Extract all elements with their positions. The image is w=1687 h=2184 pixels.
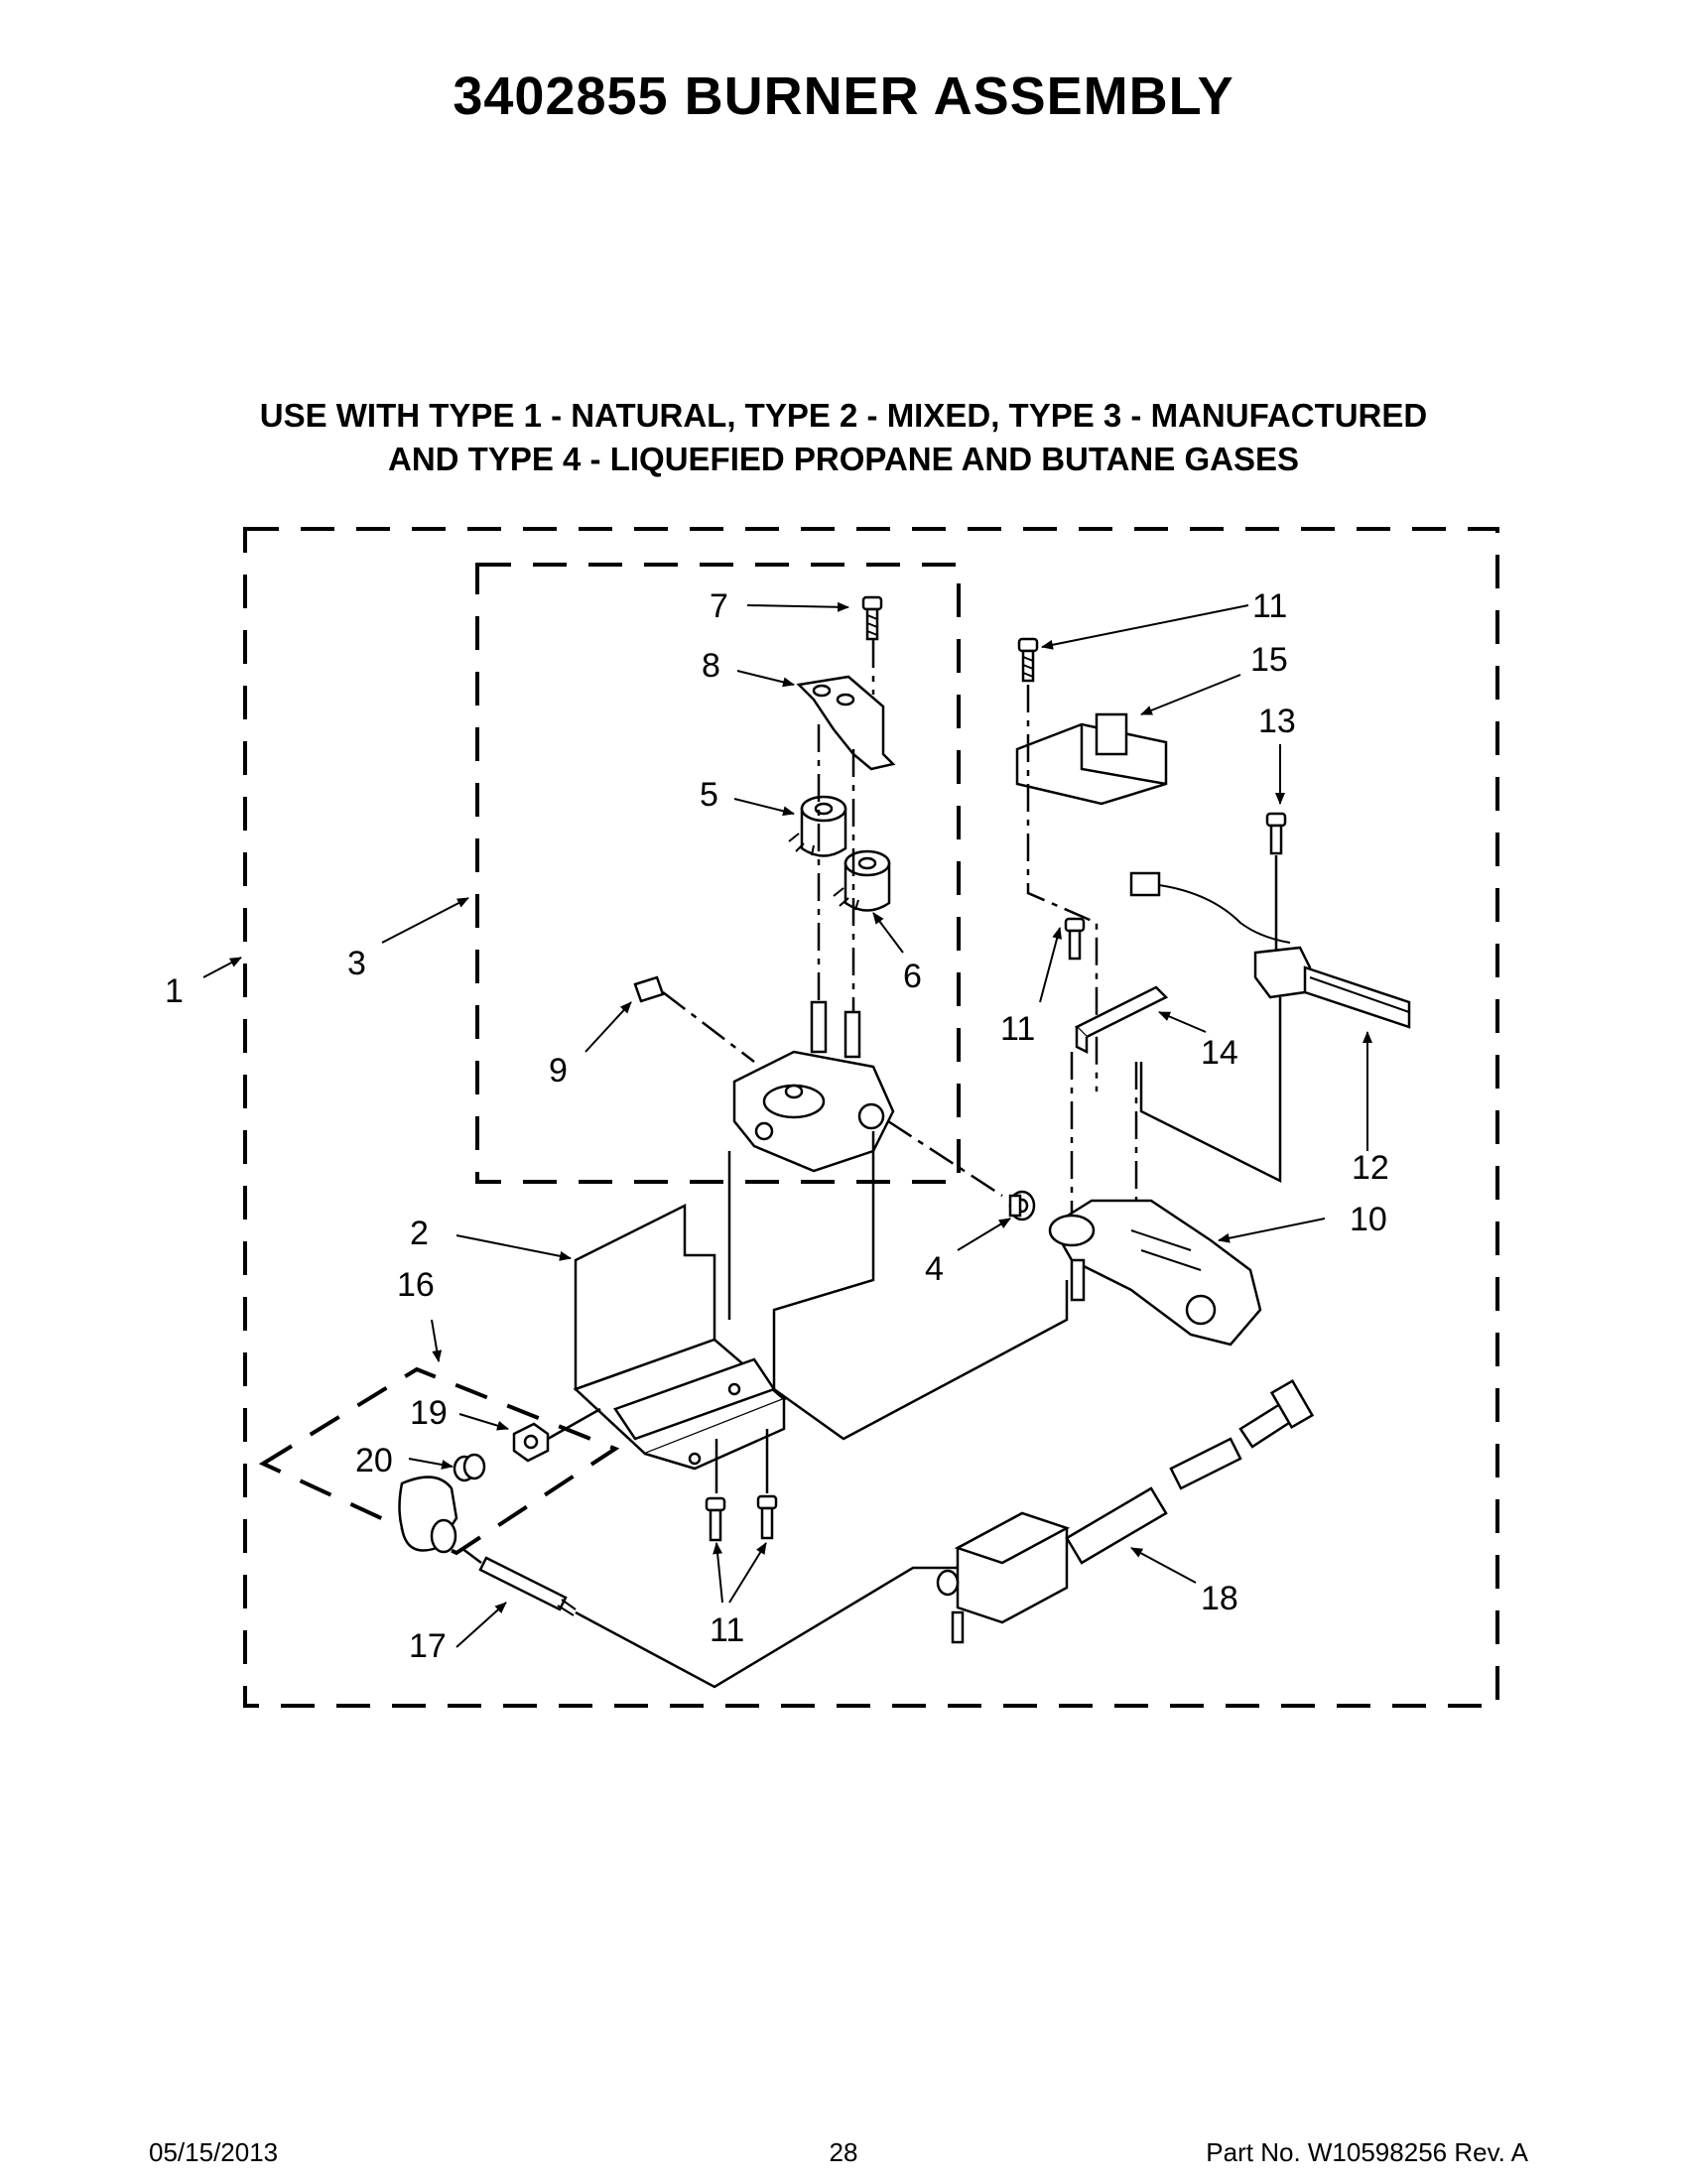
callout-17: 17: [409, 1627, 447, 1665]
callout-4: 4: [925, 1250, 944, 1288]
footer-page-number: 28: [829, 2137, 858, 2167]
bracket-15: [1015, 712, 1168, 806]
callout-11-top: 11: [1252, 587, 1287, 625]
page-title: 3402855 BURNER ASSEMBLY: [453, 66, 1234, 126]
subtitle-line-1: USE WITH TYPE 1 - NATURAL, TYPE 2 - MIXE…: [259, 397, 1428, 434]
callout-5: 5: [700, 776, 718, 814]
part-18: [936, 1378, 1315, 1644]
pipe-17: [478, 1556, 577, 1616]
nut-19: [512, 1422, 550, 1463]
bracket-2: [573, 1203, 787, 1471]
callout-14: 14: [1201, 1034, 1238, 1072]
callout-13: 13: [1258, 703, 1296, 740]
igniter-12: [1129, 871, 1411, 1029]
callout-leaders: [202, 601, 1372, 1648]
footer-date: 05/15/2013: [149, 2137, 279, 2167]
callout-1: 1: [165, 972, 184, 1010]
callout-20: 20: [355, 1442, 393, 1479]
callout-9: 9: [549, 1052, 568, 1090]
washer-20: [453, 1453, 486, 1482]
screw-7: [861, 595, 883, 641]
callout-12: 12: [1352, 1149, 1389, 1187]
coil-5: [788, 795, 847, 857]
callout-7: 7: [710, 587, 728, 625]
screw-13: [1265, 812, 1287, 855]
screws-11-bottom: [705, 1494, 778, 1542]
orifice-4: [1008, 1190, 1036, 1221]
fitting-9: [633, 975, 755, 1063]
callout-3: 3: [347, 945, 366, 982]
callout-19: 19: [410, 1394, 448, 1432]
callout-11-bottom: 11: [710, 1611, 744, 1649]
burner-10: [1048, 1199, 1262, 1347]
callout-16: 16: [397, 1266, 435, 1304]
elbow-fitting: [398, 1476, 458, 1554]
bracket-8: [796, 675, 896, 771]
callout-2: 2: [410, 1215, 429, 1252]
outer-assembly-boundary: [243, 527, 1499, 1708]
callout-15: 15: [1250, 641, 1288, 679]
callout-10: 10: [1350, 1201, 1387, 1238]
gas-valve-body: [732, 1000, 895, 1173]
callout-11-middle: 11: [1000, 1010, 1035, 1048]
coil-6: [833, 849, 891, 912]
bracket-14: [1074, 985, 1169, 1055]
screw-11-top: [1017, 637, 1039, 683]
callout-18: 18: [1201, 1580, 1238, 1617]
callout-6: 6: [903, 958, 922, 995]
footer-part-number: Part No. W10598256 Rev. A: [1206, 2137, 1528, 2167]
screw-11-middle: [1064, 917, 1086, 961]
subtitle-line-2: AND TYPE 4 - LIQUEFIED PROPANE AND BUTAN…: [388, 441, 1299, 477]
callout-8: 8: [702, 647, 720, 685]
kit-16-boundary: [258, 1366, 620, 1556]
valve-assembly-boundary: [475, 563, 961, 1184]
